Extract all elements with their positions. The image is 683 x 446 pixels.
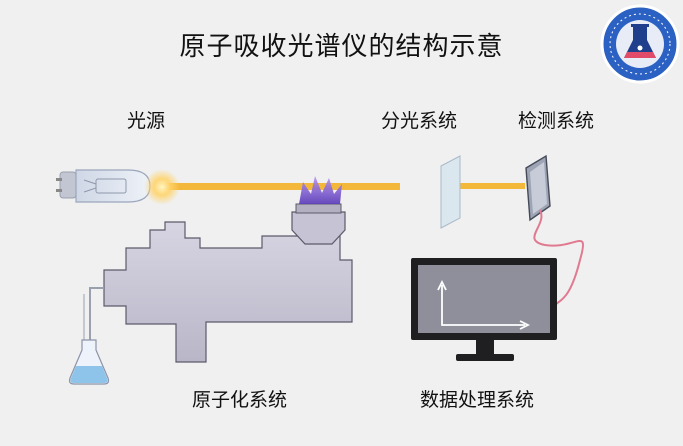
label-data-processing: 数据处理系统 (420, 389, 535, 411)
signal-cable (533, 209, 585, 306)
flame-icon (299, 176, 342, 204)
sample-flask (68, 339, 110, 385)
label-monochromator: 分光系统 (381, 110, 458, 132)
monochromator-plate (440, 155, 461, 229)
university-emblem-icon (600, 4, 680, 84)
detector (525, 154, 551, 222)
lamp-glow (144, 169, 180, 205)
label-light-source: 光源 (127, 110, 166, 132)
light-beam (160, 183, 525, 190)
page-title: 原子吸收光谱仪的结构示意 (179, 32, 504, 62)
hollow-cathode-lamp (56, 169, 151, 203)
label-atomizer: 原子化系统 (192, 389, 288, 411)
atomizer-chamber (103, 203, 353, 363)
label-detector: 检测系统 (518, 110, 595, 132)
computer-monitor (411, 258, 557, 361)
